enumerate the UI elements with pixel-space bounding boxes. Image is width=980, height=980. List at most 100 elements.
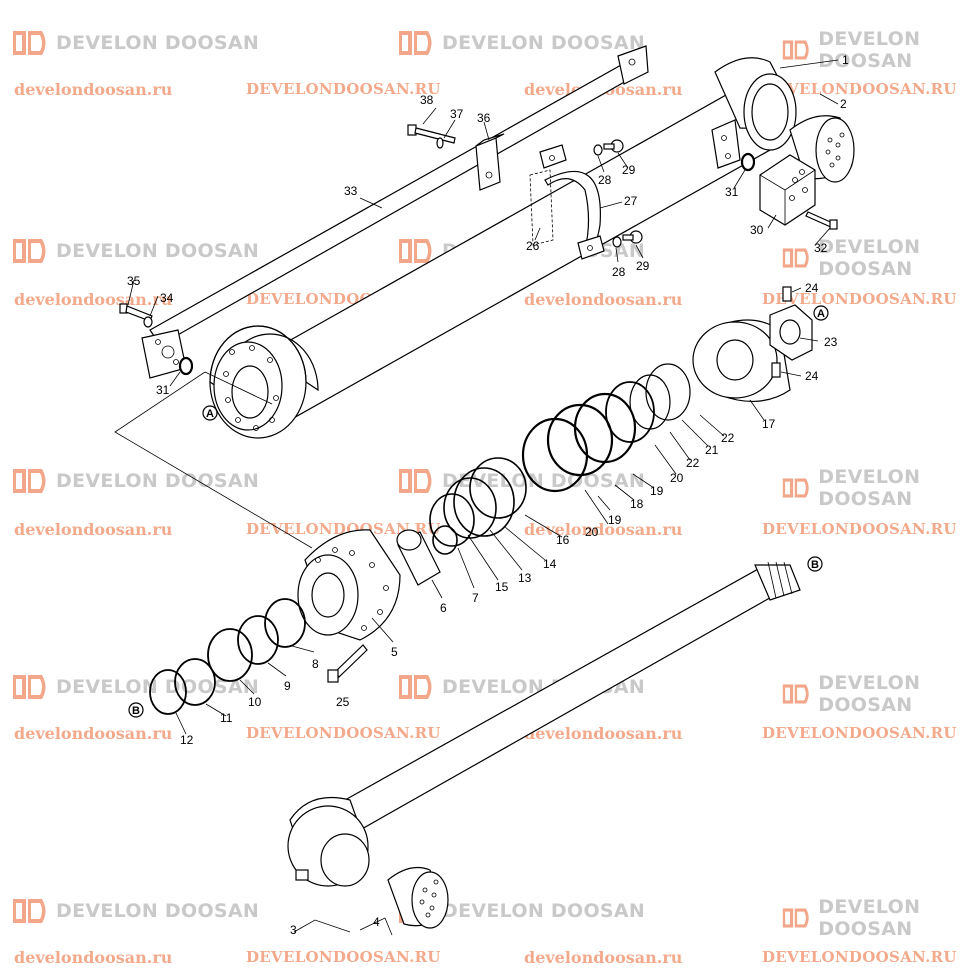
label-30: 30 bbox=[750, 223, 764, 237]
wear-ring-19 bbox=[546, 403, 614, 477]
label-26: 26 bbox=[526, 239, 540, 253]
watermark-brand-text: DEVELON DOOSAN bbox=[442, 900, 646, 922]
watermark-url: DEVELONDOOSAN.RU bbox=[246, 948, 441, 966]
develon-logo-icon bbox=[399, 31, 432, 55]
watermark-brand-text: DEVELON DOOSAN bbox=[56, 32, 260, 54]
ring-16 bbox=[469, 457, 527, 519]
watermark-logo: DEVELON DOOSAN bbox=[398, 466, 645, 496]
watermark-url: DEVELONDOOSAN.RU bbox=[246, 80, 441, 98]
seal-22a bbox=[645, 363, 691, 421]
label-6: 6 bbox=[440, 601, 447, 615]
label-24b: 24 bbox=[805, 369, 819, 383]
callout-a-leader bbox=[114, 371, 313, 549]
label-31b: 31 bbox=[156, 383, 170, 397]
ring-15 bbox=[429, 493, 475, 547]
bolt-38 bbox=[407, 124, 456, 144]
watermark-url: DEVELONDOOSAN.RU bbox=[762, 724, 957, 742]
label-31a: 31 bbox=[725, 185, 739, 199]
watermark-url: develondoosan.ru bbox=[524, 290, 683, 309]
piston-17 bbox=[692, 319, 791, 403]
develon-logo-icon bbox=[399, 239, 432, 263]
label-33: 33 bbox=[344, 184, 358, 198]
label-19a: 19 bbox=[650, 484, 664, 498]
label-29b: 29 bbox=[636, 259, 650, 273]
o-ring-31-left bbox=[178, 356, 194, 376]
watermark-url: develondoosan.ru bbox=[524, 724, 683, 743]
seal-21 bbox=[605, 381, 655, 443]
label-9: 9 bbox=[284, 679, 291, 693]
svg-text:A: A bbox=[817, 308, 825, 320]
washer-34 bbox=[143, 316, 153, 328]
watermark-logo: DEVELON DOOSAN bbox=[398, 28, 645, 58]
label-2: 2 bbox=[840, 97, 847, 111]
label-28b: 28 bbox=[612, 265, 626, 279]
leader-lines bbox=[127, 59, 839, 936]
watermark-url: DEVELONDOOSAN.RU bbox=[762, 80, 957, 98]
watermark-brand-text: DEVELON DOOSAN bbox=[818, 236, 921, 280]
develon-logo-icon bbox=[399, 675, 432, 699]
develon-logo-icon bbox=[782, 908, 809, 928]
bushing-6 bbox=[396, 529, 441, 586]
develon-logo-icon bbox=[13, 239, 46, 263]
ring-7 bbox=[432, 525, 458, 555]
watermark-brand-text: DEVELON DOOSAN bbox=[818, 896, 921, 940]
ring-8 bbox=[264, 598, 306, 648]
label-3: 3 bbox=[290, 923, 297, 937]
label-14: 14 bbox=[543, 557, 557, 571]
develon-logo-icon bbox=[782, 248, 809, 268]
develon-logo-icon bbox=[782, 478, 809, 498]
develon-logo-icon bbox=[782, 684, 809, 704]
label-8: 8 bbox=[312, 657, 319, 671]
label-38: 38 bbox=[420, 93, 434, 107]
watermark-logo: DEVELON DOOSAN bbox=[782, 28, 980, 72]
label-4: 4 bbox=[373, 915, 380, 929]
develon-logo-icon bbox=[13, 899, 46, 923]
label-11: 11 bbox=[220, 711, 233, 725]
callout-b-rod: B bbox=[807, 556, 823, 572]
watermark-brand-text: DEVELON DOOSAN bbox=[818, 28, 921, 72]
set-screw-24-lower bbox=[771, 362, 781, 378]
svg-text:A: A bbox=[206, 408, 214, 420]
svg-text:B: B bbox=[811, 559, 819, 571]
watermark-url: DEVELONDOOSAN.RU bbox=[246, 520, 441, 538]
watermark-brand-text: DEVELON DOOSAN bbox=[56, 240, 260, 262]
label-21: 21 bbox=[705, 443, 719, 457]
seal-18 bbox=[521, 417, 589, 493]
watermark-logo: DEVELON DOOSAN bbox=[12, 236, 259, 266]
watermark-logo: DEVELON DOOSAN bbox=[12, 672, 259, 702]
label-20a: 20 bbox=[670, 471, 684, 485]
ring-9 bbox=[237, 615, 279, 665]
label-27: 27 bbox=[624, 194, 638, 208]
watermark-brand-text: DEVELON DOOSAN bbox=[818, 466, 921, 510]
label-22b: 22 bbox=[686, 456, 700, 470]
bolt-29-lower bbox=[622, 230, 643, 244]
svg-text:B: B bbox=[132, 705, 140, 717]
label-20b: 20 bbox=[585, 525, 599, 539]
nut-23 bbox=[769, 304, 813, 361]
label-5: 5 bbox=[391, 645, 398, 659]
watermark-url: develondoosan.ru bbox=[14, 520, 173, 539]
callout-b-left: B bbox=[128, 702, 144, 718]
dashed-band-26 bbox=[529, 169, 554, 246]
label-1: 1 bbox=[842, 53, 849, 67]
bolt-25 bbox=[327, 644, 368, 683]
label-29a: 29 bbox=[622, 163, 636, 177]
watermark-brand-text: DEVELON DOOSAN bbox=[442, 32, 646, 54]
label-19b: 19 bbox=[608, 513, 622, 527]
label-23: 23 bbox=[824, 335, 838, 349]
clamp-36 bbox=[475, 133, 505, 191]
watermark-brand-text: DEVELON DOOSAN bbox=[818, 672, 921, 716]
label-24a: 24 bbox=[805, 281, 819, 295]
ring-10 bbox=[207, 628, 253, 682]
watermark-logo: DEVELON DOOSAN bbox=[782, 236, 980, 280]
watermark-url: develondoosan.ru bbox=[14, 724, 173, 743]
band-27 bbox=[539, 144, 605, 260]
label-37: 37 bbox=[450, 107, 464, 121]
label-7: 7 bbox=[472, 591, 479, 605]
watermark-url: DEVELONDOOSAN.RU bbox=[246, 724, 441, 742]
develon-logo-icon bbox=[13, 31, 46, 55]
develon-logo-icon bbox=[399, 469, 432, 493]
watermark-url: develondoosan.ru bbox=[14, 80, 173, 99]
